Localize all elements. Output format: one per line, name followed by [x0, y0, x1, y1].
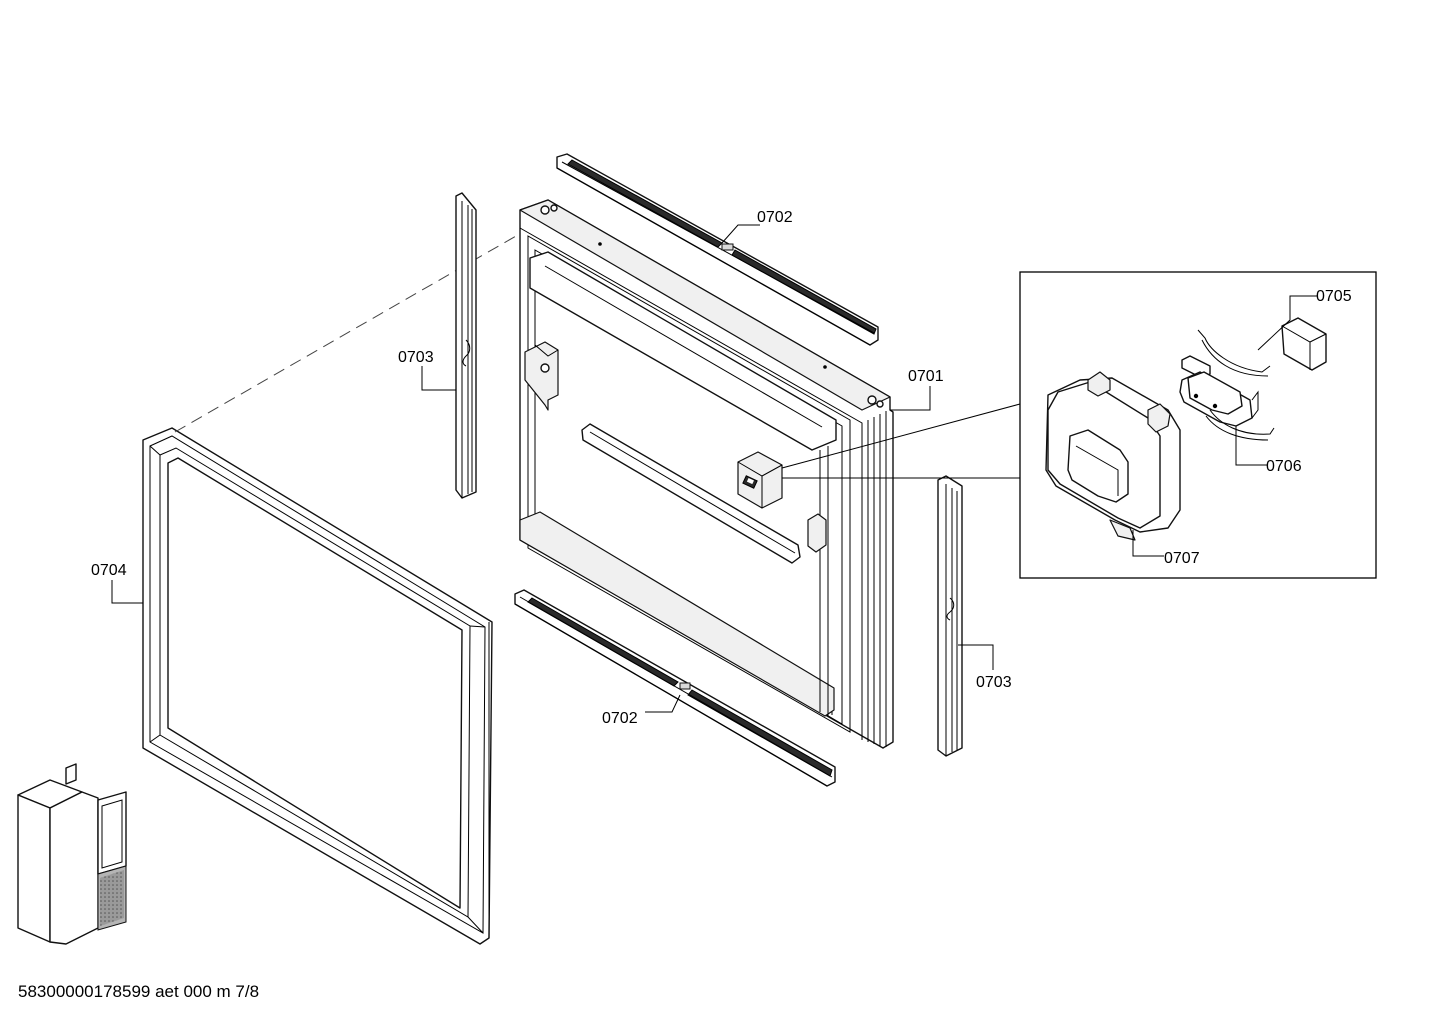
switch-housing-0707[interactable] — [1045, 371, 1181, 541]
label-0701: 0701 — [908, 368, 944, 385]
label-0706: 0706 — [1266, 458, 1302, 475]
leader-lines — [111, 224, 1318, 713]
detail-callout-line-upper — [781, 403, 1021, 469]
door-switch-0706[interactable] — [1179, 329, 1275, 441]
door-body-0701[interactable] — [519, 199, 894, 749]
label-0703-right: 0703 — [976, 674, 1012, 691]
side-seal-strip-left[interactable] — [455, 192, 477, 499]
label-0707: 0707 — [1164, 550, 1200, 567]
label-0704: 0704 — [91, 562, 127, 579]
door-seal-bar-bottom[interactable] — [514, 589, 836, 787]
door-gasket-0704[interactable] — [142, 427, 493, 945]
appliance-location-icon — [17, 763, 127, 945]
label-0705: 0705 — [1316, 288, 1352, 305]
door-seal-bar-top[interactable] — [556, 153, 879, 346]
switch-cap-0705[interactable] — [1281, 317, 1327, 371]
label-0702-bottom: 0702 — [602, 710, 638, 727]
drawing-code: 58300000178599 aet 000 m 7/8 — [18, 982, 259, 1001]
side-seal-strip-right[interactable] — [937, 475, 963, 757]
label-0703-left: 0703 — [398, 349, 434, 366]
detail-inset-box — [1019, 271, 1377, 579]
label-0702-top: 0702 — [757, 209, 793, 226]
